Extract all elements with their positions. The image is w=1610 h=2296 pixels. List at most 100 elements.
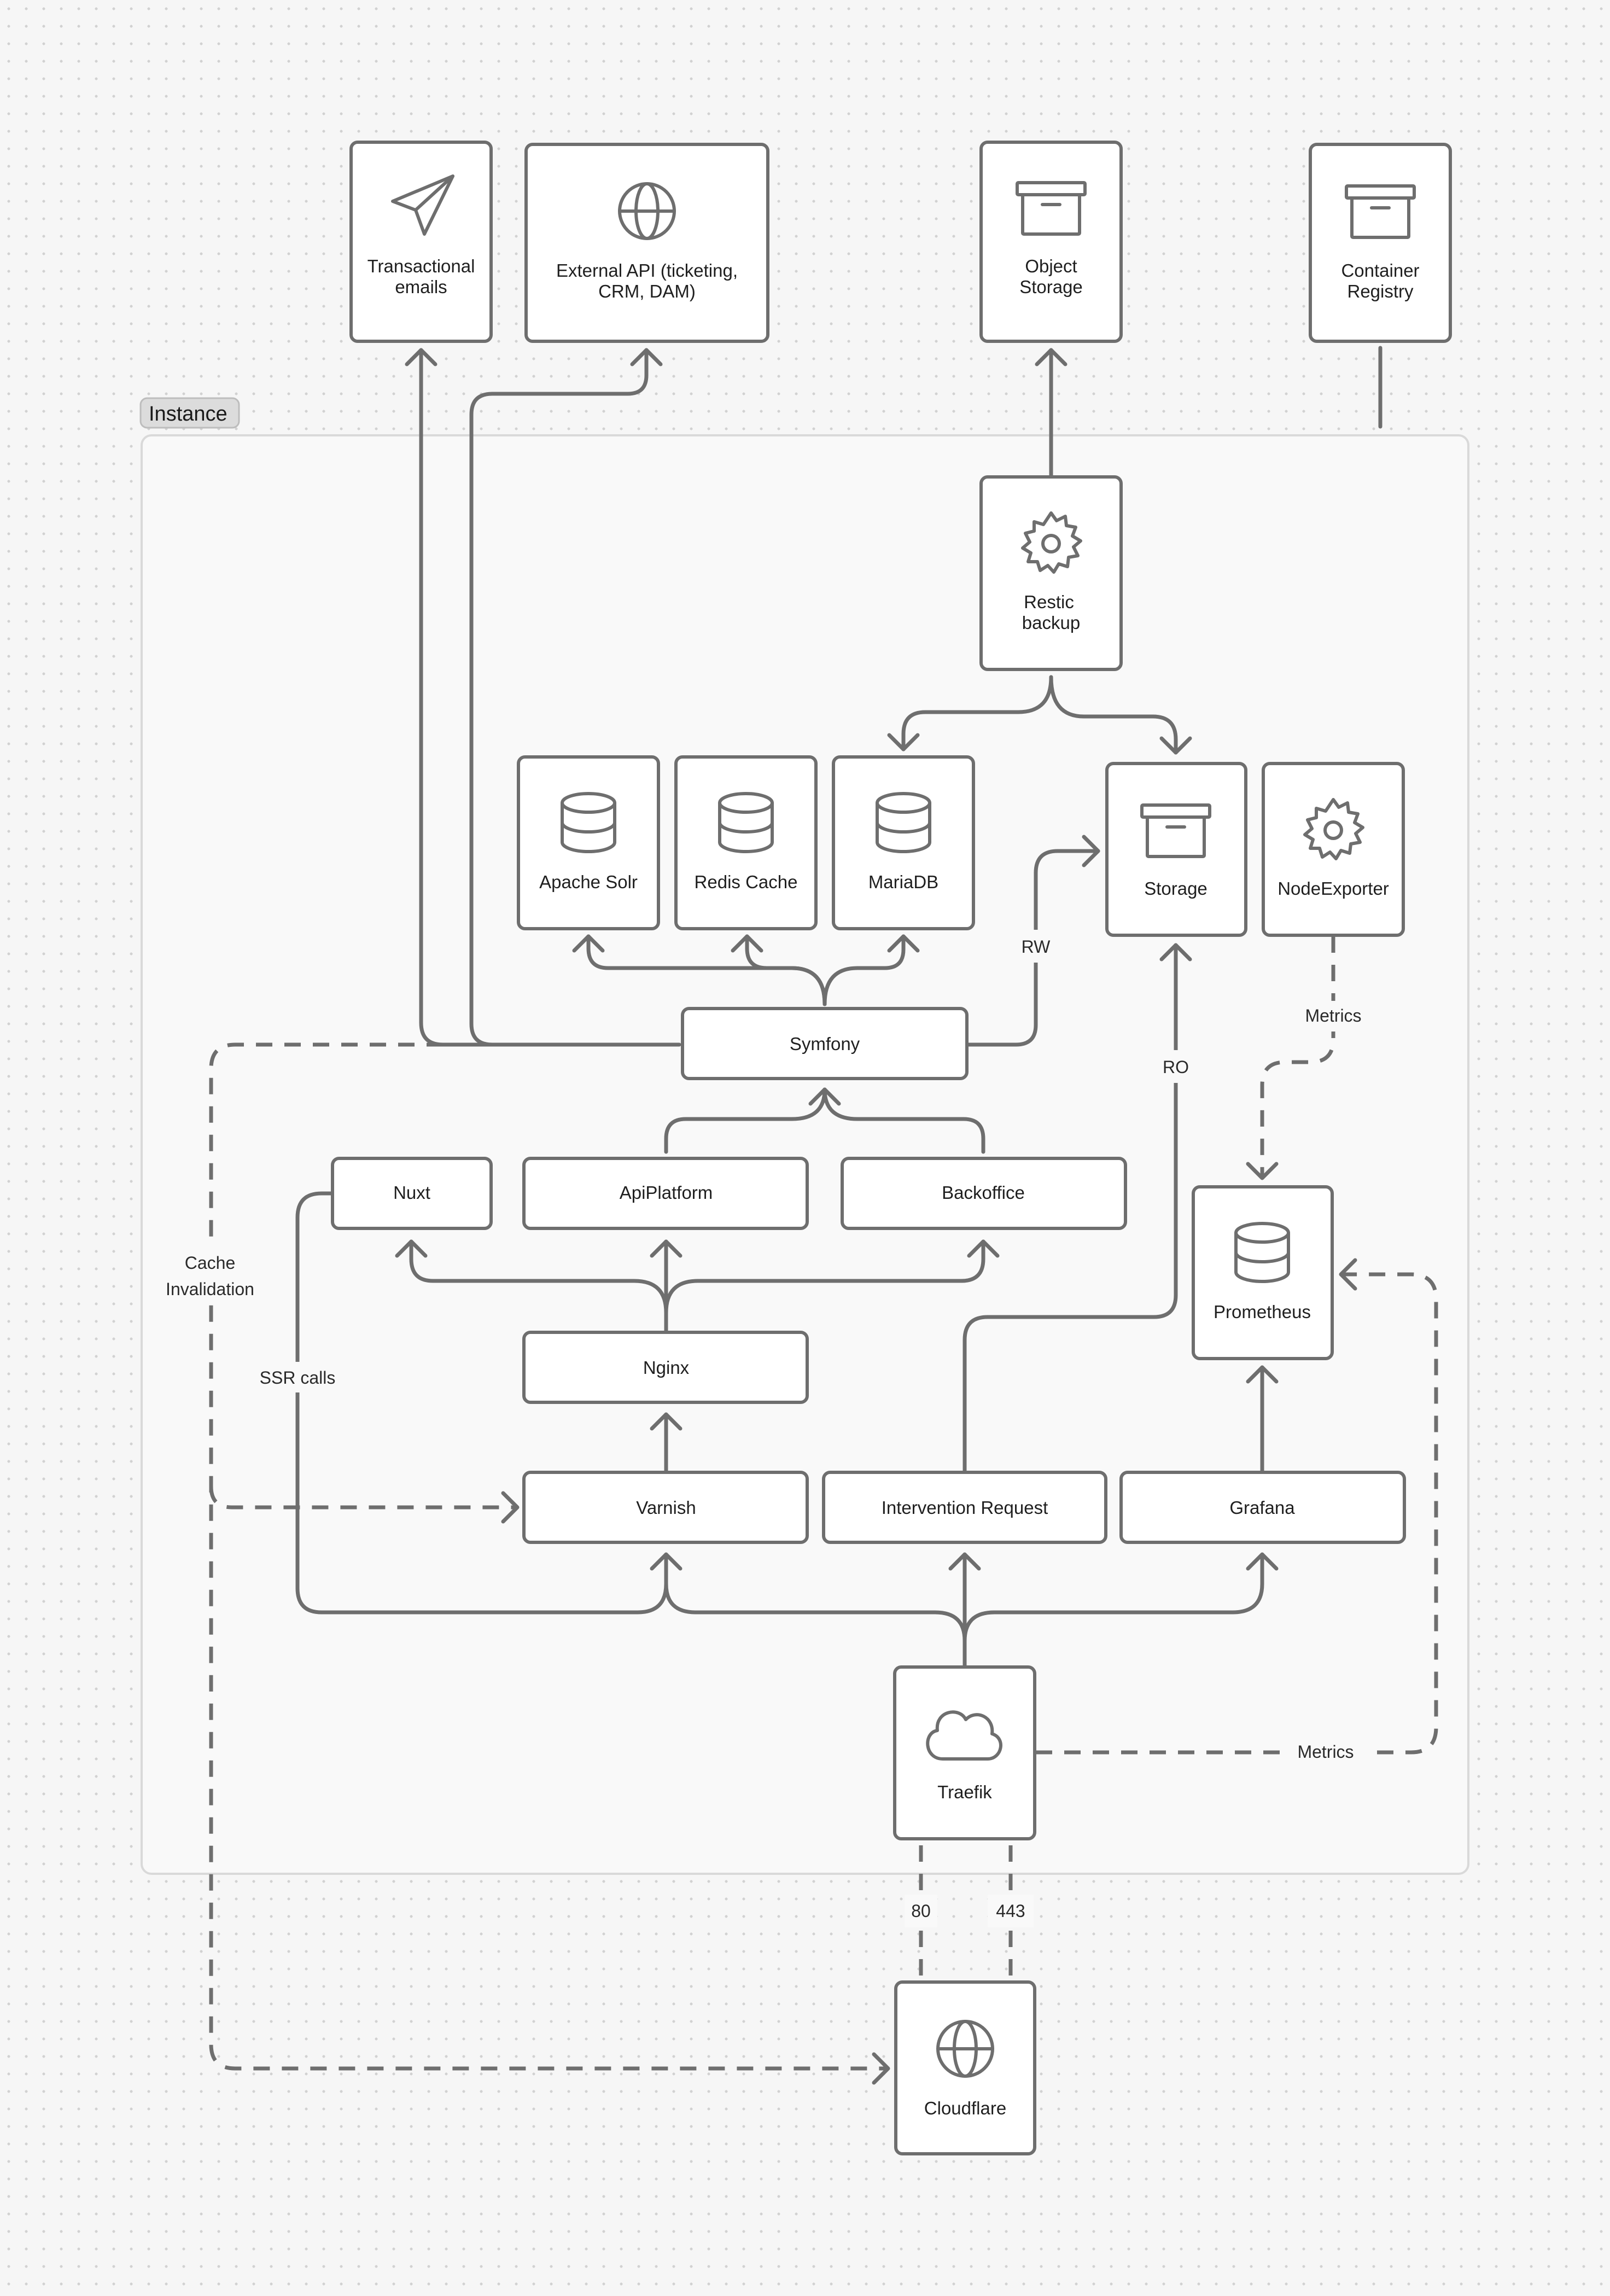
arrowhead (731, 934, 763, 953)
arrowhead (1035, 348, 1068, 366)
arrowhead (1159, 943, 1192, 961)
edge-traefik-prometheus-metrics (1036, 1272, 1438, 1755)
edge-label-metrics-node-exporter: Metrics (1305, 1006, 1361, 1025)
arrowhead (650, 1552, 682, 1571)
arrowhead (1246, 1552, 1279, 1571)
node-label: Storage (1019, 277, 1083, 297)
node-label: Nginx (643, 1357, 690, 1378)
node-label: Intervention Request (882, 1497, 1048, 1518)
edge-label-port-443: 443 (996, 1901, 1025, 1921)
node-label: Redis Cache (695, 872, 798, 892)
arrowhead (1082, 835, 1100, 867)
edges (209, 346, 1438, 2085)
node-label: Cloudflare (924, 2098, 1006, 2118)
node-label: NodeExporter (1278, 878, 1389, 899)
arrowhead (405, 348, 438, 366)
node-apiplatform[interactable]: ApiPlatform (522, 1157, 809, 1230)
node-nginx[interactable]: Nginx (522, 1331, 809, 1404)
node-external-api[interactable]: External API (ticketing, CRM, DAM) (524, 143, 769, 343)
edge-traefik-nuxt-ssr (295, 1191, 668, 1615)
arrowhead (967, 1239, 1000, 1258)
edge-restic-storage (1049, 675, 1178, 755)
node-symfony[interactable]: Symfony (681, 1007, 969, 1080)
arrowhead (808, 1087, 841, 1106)
node-label: Varnish (636, 1497, 696, 1518)
node-label: Symfony (790, 1034, 860, 1054)
edge-label-ro: RO (1163, 1057, 1189, 1077)
arrowhead (1246, 1365, 1279, 1384)
edge-label-metrics-traefik: Metrics (1297, 1742, 1354, 1762)
node-mariadb[interactable]: MariaDB (832, 755, 975, 930)
node-label: CRM, DAM) (598, 281, 696, 301)
arrowhead (872, 2052, 890, 2085)
node-label: Grafana (1229, 1497, 1295, 1518)
arrowhead (501, 1491, 520, 1524)
edge-restic-mariadb (901, 675, 1053, 751)
arrowhead (650, 1239, 682, 1258)
edge-symfony-mariadb (822, 934, 906, 1006)
edge-label-cache: Cache (185, 1253, 236, 1273)
edge-label-rw: RW (1022, 937, 1051, 957)
node-label: Restic (1024, 592, 1074, 612)
edge-traefik-varnish (664, 1552, 967, 1668)
node-label: Storage (1144, 878, 1208, 899)
edge-labels: RW RO Metrics Metrics Cache Invalidation… (159, 930, 1370, 1927)
node-label: backup (1022, 613, 1080, 633)
node-redis-cache[interactable]: Redis Cache (674, 755, 818, 930)
edge-traefik-grafana (962, 1552, 1264, 1643)
node-label: Transactional (368, 256, 475, 276)
node-object-storage[interactable]: Object Storage (979, 141, 1123, 343)
node-label: Registry (1347, 281, 1414, 301)
node-apache-solr[interactable]: Apache Solr (517, 755, 660, 930)
node-label: Prometheus (1214, 1302, 1311, 1322)
edge-apiplatform-symfony (664, 1087, 827, 1154)
node-storage[interactable]: Storage (1105, 762, 1247, 937)
edge-nginx-backoffice (664, 1239, 985, 1315)
node-varnish[interactable]: Varnish (522, 1471, 809, 1544)
arrowhead (1246, 1162, 1279, 1180)
edge-symfony-redis (745, 934, 827, 1006)
node-container-registry[interactable]: Container Registry (1309, 143, 1452, 343)
edge-intervention-storage-ro (962, 943, 1178, 1473)
node-label: MariaDB (868, 872, 938, 892)
edge-backoffice-symfony (822, 1087, 985, 1154)
edge-symfony-external-api (469, 348, 649, 1047)
edge-node-exporter-prometheus (1260, 936, 1335, 1178)
node-restic-backup[interactable]: Restic backup (979, 475, 1123, 671)
arrowhead (572, 934, 605, 953)
instance-group (141, 434, 1469, 1875)
node-label: External API (ticketing, (556, 260, 738, 281)
arrowhead (887, 733, 920, 751)
arrowhead (948, 1552, 981, 1571)
node-label: ApiPlatform (620, 1182, 713, 1203)
node-transactional-emails[interactable]: Transactional emails (349, 141, 493, 343)
node-backoffice[interactable]: Backoffice (841, 1157, 1127, 1230)
node-label: Object (1025, 256, 1077, 276)
node-label: Nuxt (393, 1182, 430, 1203)
arrowhead (1339, 1258, 1357, 1291)
edge-label-ssr-calls: SSR calls (260, 1368, 336, 1388)
node-label: Backoffice (942, 1182, 1025, 1203)
node-label: Traefik (937, 1782, 992, 1802)
node-grafana[interactable]: Grafana (1119, 1471, 1406, 1544)
arrowhead (1159, 736, 1192, 755)
arrowhead (887, 934, 920, 953)
edge-label-invalidation: Invalidation (166, 1279, 254, 1299)
instance-tag (139, 397, 240, 429)
node-node-exporter[interactable]: NodeExporter (1262, 762, 1405, 937)
arrowhead (650, 1412, 682, 1431)
edge-label-port-80: 80 (911, 1901, 931, 1921)
arrowhead (630, 348, 663, 366)
node-label: Container (1341, 260, 1419, 281)
instance-label: Instance (149, 403, 228, 426)
arrowhead (395, 1239, 428, 1258)
node-traefik[interactable]: Traefik (893, 1665, 1036, 1840)
node-intervention-request[interactable]: Intervention Request (822, 1471, 1107, 1544)
node-label: Apache Solr (539, 872, 638, 892)
edge-cache-invalidation-varnish (209, 1486, 517, 1510)
node-prometheus[interactable]: Prometheus (1192, 1185, 1334, 1360)
node-cloudflare[interactable]: Cloudflare (894, 1980, 1036, 2155)
node-nuxt[interactable]: Nuxt (331, 1157, 493, 1230)
node-label: emails (395, 277, 447, 297)
